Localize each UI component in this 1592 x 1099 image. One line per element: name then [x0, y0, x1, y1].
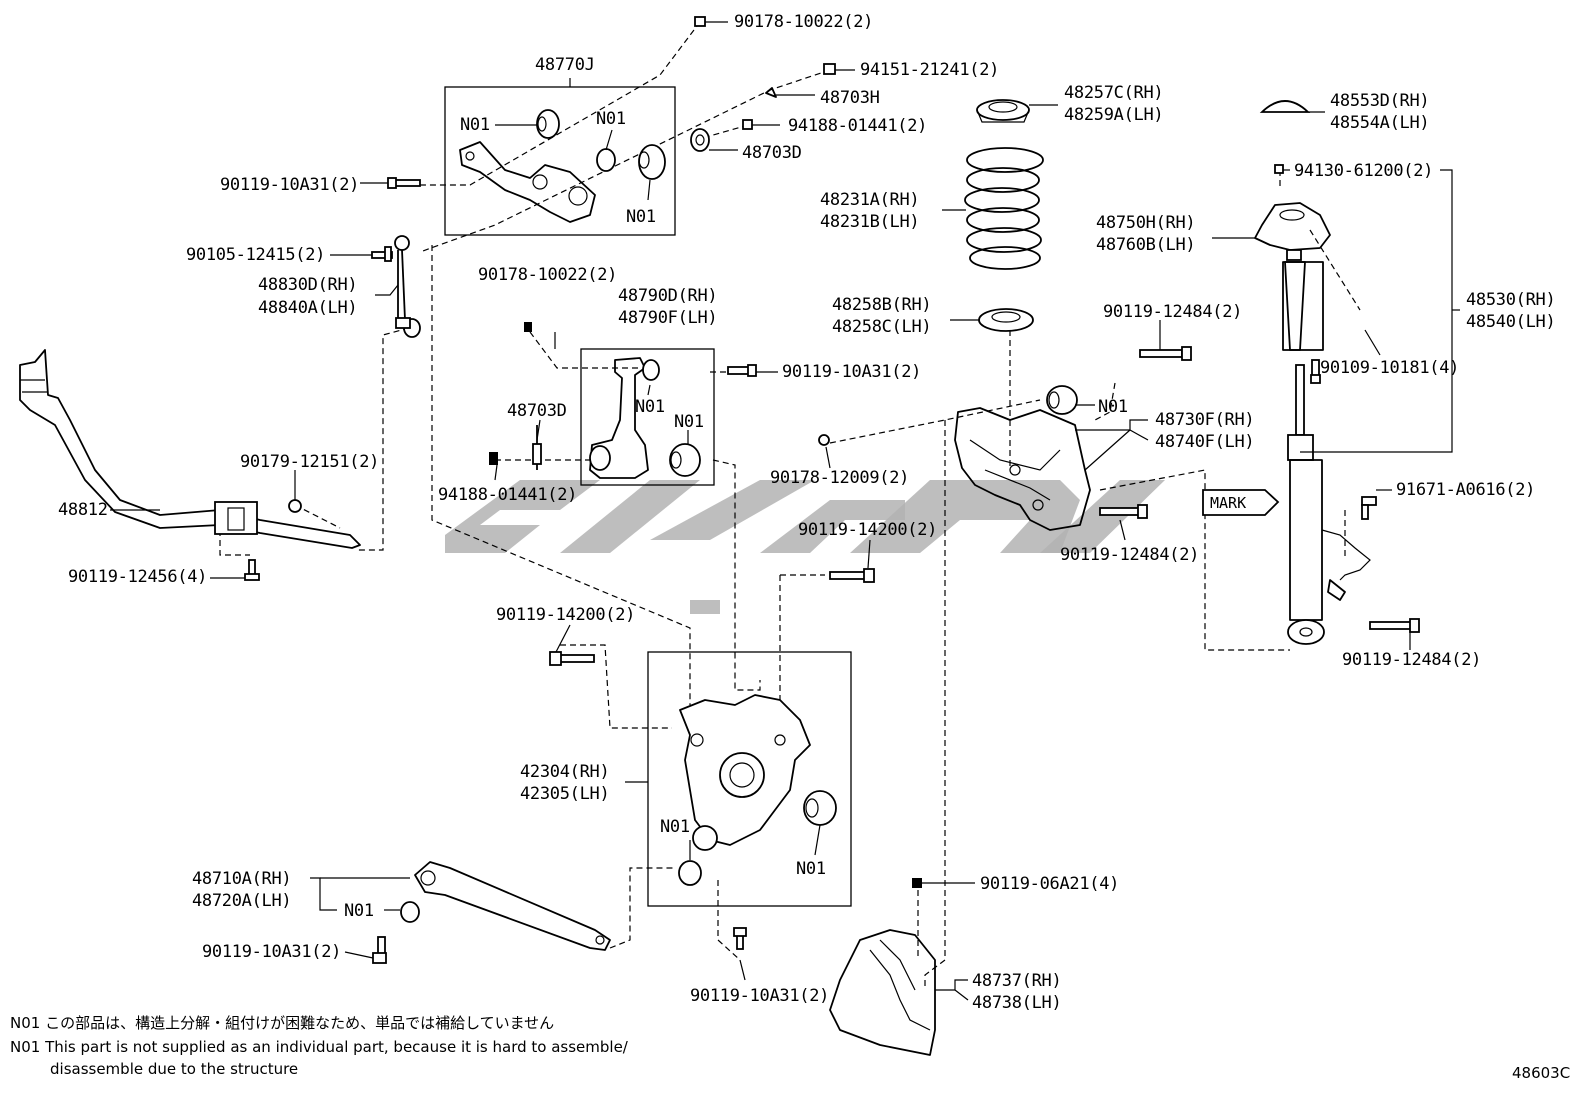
- shock-absorber-assembly: [1254, 100, 1420, 645]
- label-48231B: 48231B(LH): [820, 212, 919, 232]
- watermark-logo: [445, 480, 1165, 614]
- label-48257C: 48257C(RH): [1064, 83, 1163, 103]
- mark-label: MARK: [1210, 494, 1246, 512]
- fasteners-top: [371, 16, 836, 262]
- label-90119-12484-c: 90119-12484(2): [1342, 650, 1481, 670]
- label-48703H: 48703H: [820, 88, 880, 108]
- label-94151-21241: 94151-21241(2): [860, 60, 999, 80]
- label-90178-10022-mid: 90178-10022(2): [478, 265, 617, 285]
- mark-tag: [1202, 489, 1280, 516]
- note-jp: N01 この部品は、構造上分解・組付けが困難なため、単品では補給していません: [10, 1014, 554, 1032]
- label-90109-10181: 90109-10181(4): [1320, 358, 1459, 378]
- toe-arm-box: [580, 348, 715, 486]
- label-N01-h: N01: [796, 859, 826, 879]
- label-90119-10A31-mid: 90119-10A31(2): [782, 362, 921, 382]
- label-N01-b: N01: [596, 109, 626, 129]
- stabilizer-link: [394, 235, 421, 338]
- dashed-reference-lines: [219, 21, 1361, 990]
- label-48554A: 48554A(LH): [1330, 113, 1429, 133]
- label-48750H: 48750H(RH): [1096, 213, 1195, 233]
- label-48553D: 48553D(RH): [1330, 91, 1429, 111]
- label-N01-d: N01: [635, 397, 665, 417]
- steering-knuckle: [549, 568, 875, 886]
- label-48258B: 48258B(RH): [832, 295, 931, 315]
- label-48738: 48738(LH): [972, 993, 1061, 1013]
- part-labels: 90178-10022(2) 48770J 94151-21241(2) 487…: [58, 12, 1556, 1013]
- label-94188-01441-top: 94188-01441(2): [788, 116, 927, 136]
- upper-arm-assembly: [459, 109, 710, 223]
- toe-control-arm: [489, 322, 757, 479]
- label-42304: 42304(RH): [520, 762, 609, 782]
- label-48830D: 48830D(RH): [258, 275, 357, 295]
- label-48703D-mid: 48703D: [507, 401, 567, 421]
- label-90178-10022-top: 90178-10022(2): [734, 12, 873, 32]
- label-48790D: 48790D(RH): [618, 286, 717, 306]
- knuckle-box: [647, 651, 852, 907]
- diagram-code: 48603C: [1512, 1064, 1570, 1082]
- label-48760B: 48760B(LH): [1096, 235, 1195, 255]
- label-48737: 48737(RH): [972, 971, 1061, 991]
- label-91671-A0616: 91671-A0616(2): [1396, 480, 1535, 500]
- label-48259A: 48259A(LH): [1064, 105, 1163, 125]
- label-N01-e: N01: [674, 412, 704, 432]
- note-en-line2: disassemble due to the structure: [50, 1060, 298, 1078]
- leader-lines: [110, 21, 1460, 1001]
- label-N01-a: N01: [460, 115, 490, 135]
- label-90105-12415: 90105-12415(2): [186, 245, 325, 265]
- label-90119-14200-a: 90119-14200(2): [798, 520, 937, 540]
- label-N01-g: N01: [660, 817, 690, 837]
- label-90119-12484-a: 90119-12484(2): [1103, 302, 1242, 322]
- label-N01-f: N01: [1098, 397, 1128, 417]
- note-en-line1: N01 This part is not supplied as an indi…: [10, 1038, 629, 1056]
- label-94130-61200: 94130-61200(2): [1294, 161, 1433, 181]
- label-48840A: 48840A(LH): [258, 298, 357, 318]
- label-48703D-top: 48703D: [742, 143, 802, 163]
- label-90119-10A31-bot: 90119-10A31(2): [690, 986, 829, 1006]
- label-90119-12456: 90119-12456(4): [68, 567, 207, 587]
- label-90178-12009: 90178-12009(2): [770, 468, 909, 488]
- label-48258C: 48258C(LH): [832, 317, 931, 337]
- label-90119-10A31-left: 90119-10A31(2): [220, 175, 359, 195]
- label-90119-14200-b: 90119-14200(2): [496, 605, 635, 625]
- label-N01-c: N01: [626, 207, 656, 227]
- label-90119-06A21: 90119-06A21(4): [980, 874, 1119, 894]
- coil-spring: [964, 147, 1044, 270]
- label-48730F: 48730F(RH): [1155, 410, 1254, 430]
- label-90179-12151: 90179-12151(2): [240, 452, 379, 472]
- label-48740F: 48740F(LH): [1155, 432, 1254, 452]
- label-48770J: 48770J: [535, 55, 595, 75]
- label-48530: 48530(RH): [1466, 290, 1555, 310]
- spring-upper-seat: [976, 99, 1030, 123]
- label-48720A: 48720A(LH): [192, 891, 291, 911]
- label-48812: 48812: [58, 500, 108, 520]
- lower-arm: [818, 346, 1192, 531]
- label-N01-i: N01: [344, 901, 374, 921]
- label-48231A: 48231A(RH): [820, 190, 919, 210]
- stabilizer-bar: [19, 349, 361, 581]
- label-42305: 42305(LH): [520, 784, 609, 804]
- label-90119-12484-b: 90119-12484(2): [1060, 545, 1199, 565]
- label-94188-01441-mid: 94188-01441(2): [438, 485, 577, 505]
- spring-lower-seat: [978, 308, 1034, 332]
- footnotes: N01 この部品は、構造上分解・組付けが困難なため、単品では補給していません N…: [10, 1014, 1570, 1082]
- mudguard: [829, 878, 936, 1056]
- label-48540: 48540(LH): [1466, 312, 1555, 332]
- upper-arm-box: [444, 86, 676, 236]
- label-90119-10A31-low: 90119-10A31(2): [202, 942, 341, 962]
- label-48710A: 48710A(RH): [192, 869, 291, 889]
- label-48790F: 48790F(LH): [618, 308, 717, 328]
